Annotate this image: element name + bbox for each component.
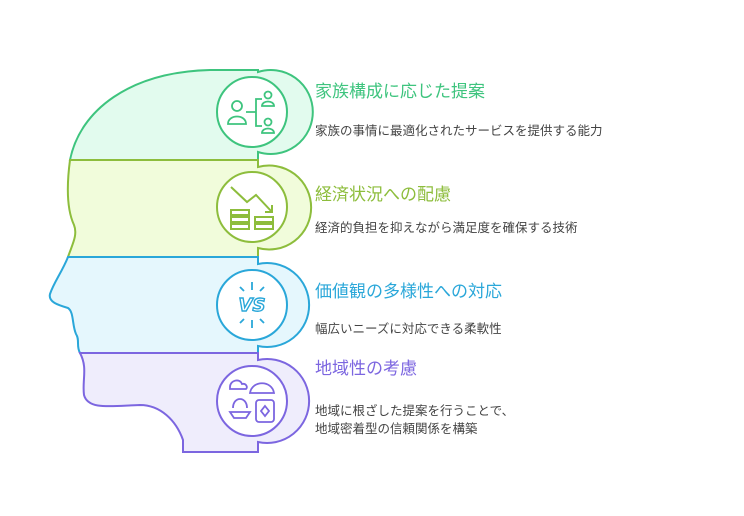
section-desc-regional-line-2: 地域密着型の信頼関係を構築	[315, 421, 478, 436]
section-desc-family: 家族の事情に最適化されたサービスを提供する能力	[315, 123, 603, 138]
coins-decline-icon	[230, 186, 274, 230]
vs-icon: VS	[238, 282, 266, 328]
icon-circle-regional	[216, 365, 288, 437]
section-desc-economy: 経済的負担を抑えながら満足度を確保する技術	[315, 220, 578, 235]
section-title-values: 価値観の多様性への対応	[315, 282, 502, 302]
local-food-icon	[228, 379, 276, 423]
icon-circle-values	[216, 269, 288, 341]
family-tree-icon	[227, 90, 275, 134]
section-desc-regional-line-1: 地域に根ざした提案を行うことで、	[315, 403, 515, 418]
section-title-regional: 地域性の考慮	[315, 359, 417, 379]
section-title-economy: 経済状況への配慮	[315, 185, 451, 205]
section-desc-values: 幅広いニーズに対応できる柔軟性	[315, 321, 502, 336]
section-desc-regional: 地域に根ざした提案を行うことで、 地域密着型の信頼関係を構築	[315, 402, 514, 438]
icon-circle-economy	[216, 171, 288, 243]
svg-text:VS: VS	[239, 295, 266, 316]
section-title-family: 家族構成に応じた提案	[315, 82, 485, 102]
